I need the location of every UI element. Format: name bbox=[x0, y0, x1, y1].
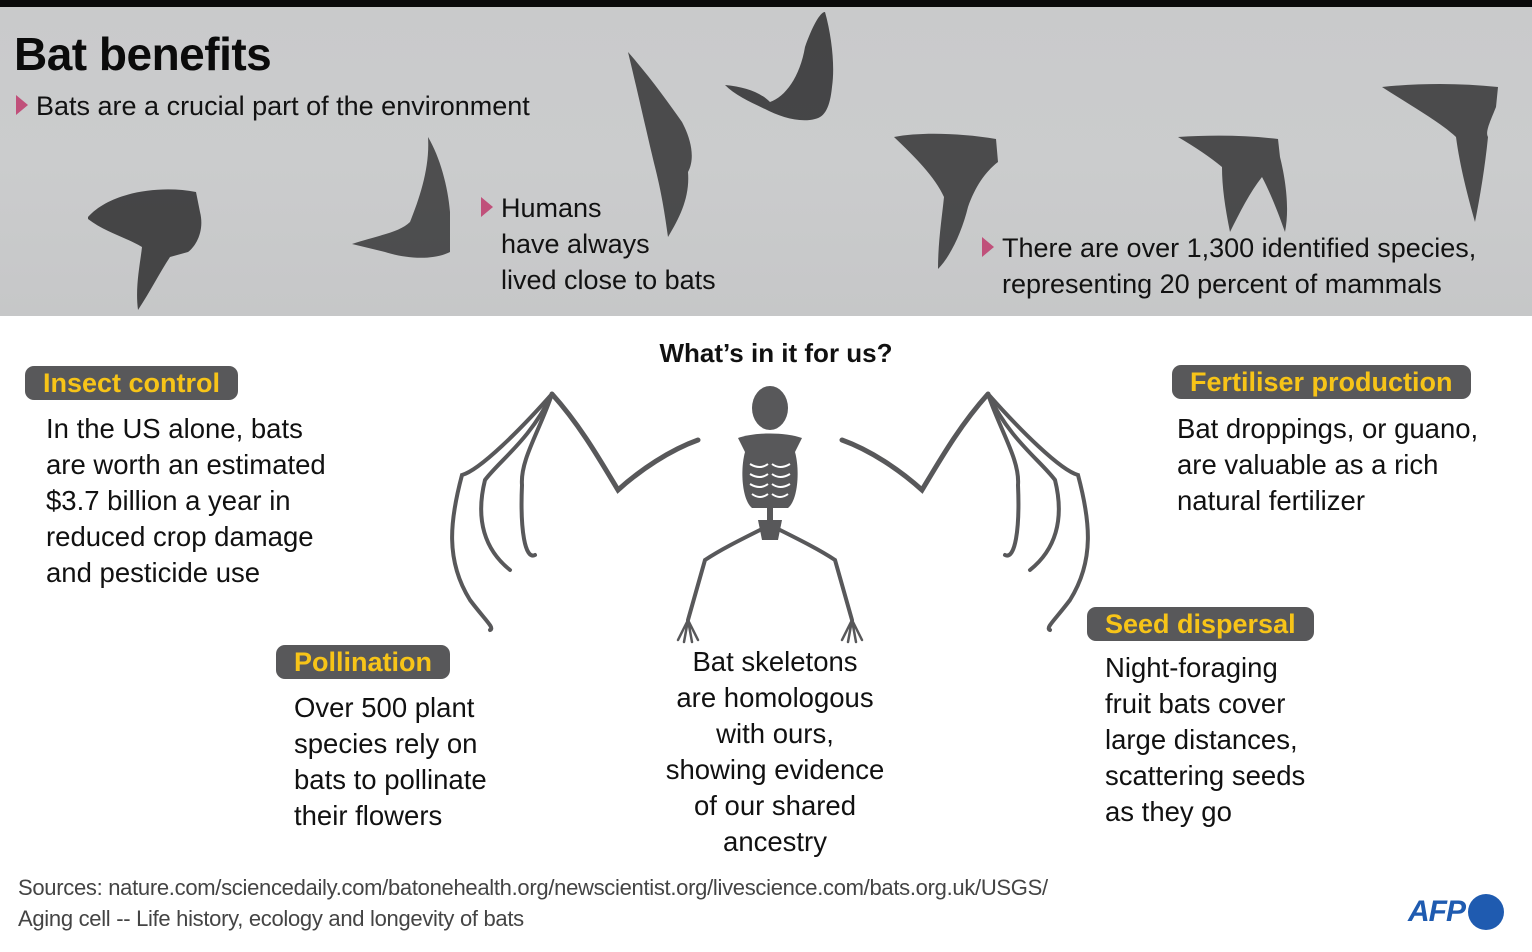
bullet-text: There are over 1,300 identified species,… bbox=[1002, 233, 1477, 299]
top-rule bbox=[0, 0, 1532, 7]
bullet-text: Humans have always lived close to bats bbox=[501, 193, 716, 295]
triangle-right-icon bbox=[481, 197, 493, 217]
bullet-environment: Bats are a crucial part of the environme… bbox=[16, 88, 530, 124]
desc-seed-dispersal: Night-foraging fruit bats cover large di… bbox=[1105, 652, 1306, 827]
desc-insect-control: In the US alone, bats are worth an estim… bbox=[46, 413, 326, 588]
tag-pollination: Pollination bbox=[276, 645, 450, 679]
triangle-right-icon bbox=[16, 95, 28, 115]
section-question: What’s in it for us? bbox=[659, 338, 893, 368]
desc-fertiliser-production: Bat droppings, or guano, are valuable as… bbox=[1177, 413, 1479, 516]
page-title: Bat benefits bbox=[14, 28, 272, 80]
flying-bats-icon bbox=[88, 12, 1498, 310]
sources-text: Sources: nature.com/sciencedaily.com/bat… bbox=[18, 875, 1048, 931]
bullet-humans: Humans have always lived close to bats bbox=[481, 190, 716, 298]
tag-seed-dispersal: Seed dispersal bbox=[1087, 607, 1314, 641]
afp-logo: AFP bbox=[1408, 894, 1504, 930]
afp-dot-icon bbox=[1468, 894, 1504, 930]
bullet-text: Bats are a crucial part of the environme… bbox=[36, 91, 530, 121]
afp-logo-text: AFP bbox=[1408, 895, 1466, 928]
desc-pollination: Over 500 plant species rely on bats to p… bbox=[294, 692, 487, 831]
flying-bats-photo: Bat benefits Bats are a crucial part of … bbox=[0, 7, 1532, 316]
skeleton-caption: Bat skeletons are homologous with ours, … bbox=[665, 646, 885, 857]
bullet-species: There are over 1,300 identified species,… bbox=[982, 230, 1476, 302]
tag-fertiliser-production: Fertiliser production bbox=[1172, 365, 1471, 399]
tag-insect-control: Insect control bbox=[25, 366, 239, 400]
triangle-right-icon bbox=[982, 237, 994, 257]
bat-skeleton-illustration bbox=[450, 386, 1090, 644]
